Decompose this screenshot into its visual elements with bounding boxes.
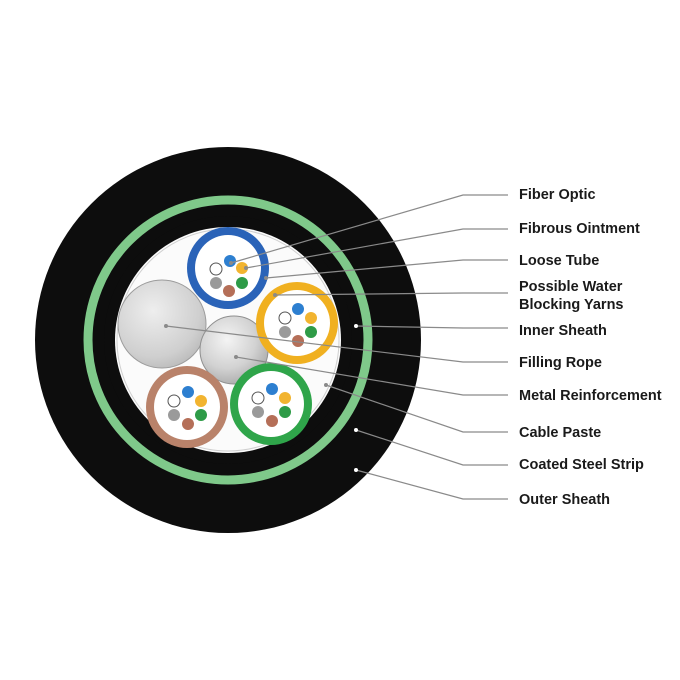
label-cable-paste: Cable Paste: [519, 425, 602, 441]
leader-loose-tube: [265, 259, 508, 279]
label-coated-steel-strip: Coated Steel Strip: [519, 457, 644, 473]
loose-tube-brown: [146, 366, 228, 448]
leader-cable-paste: [325, 384, 508, 433]
leader-outer-sheath: [355, 469, 508, 500]
leader-dots: [164, 261, 328, 387]
label-water-yarns-line2: Blocking Yarns: [519, 297, 624, 313]
label-water-yarns-line1: Possible Water: [519, 279, 623, 295]
leader-water-yarns: [274, 292, 508, 296]
leader-fibrous-ointment: [245, 228, 508, 269]
label-fibrous-ointment: Fibrous Ointment: [519, 221, 640, 237]
loose-tube-orange: [256, 282, 338, 364]
coated-steel-strip: [83, 195, 373, 485]
leader-metal-reinforcement: [235, 356, 508, 396]
label-filling-rope: Filling Rope: [519, 355, 602, 371]
label-fiber-optic: Fiber Optic: [519, 187, 596, 203]
label-metal-reinforcement: Metal Reinforcement: [519, 388, 662, 404]
label-outer-sheath: Outer Sheath: [519, 492, 611, 508]
loose-tube-blue: [187, 227, 269, 309]
filling-rope: [117, 279, 207, 369]
leader-filling-rope: [165, 325, 508, 363]
label-loose-tube: Loose Tube: [519, 253, 600, 269]
leader-fiber-optic: [230, 194, 508, 264]
leader-lines: [165, 194, 508, 500]
leader-inner-sheath: [355, 325, 508, 329]
leader-coated-steel-strip: [355, 429, 508, 466]
loose-tube-green: [230, 363, 312, 445]
label-inner-sheath: Inner Sheath: [519, 323, 607, 339]
leader-dots-light: [354, 324, 358, 472]
